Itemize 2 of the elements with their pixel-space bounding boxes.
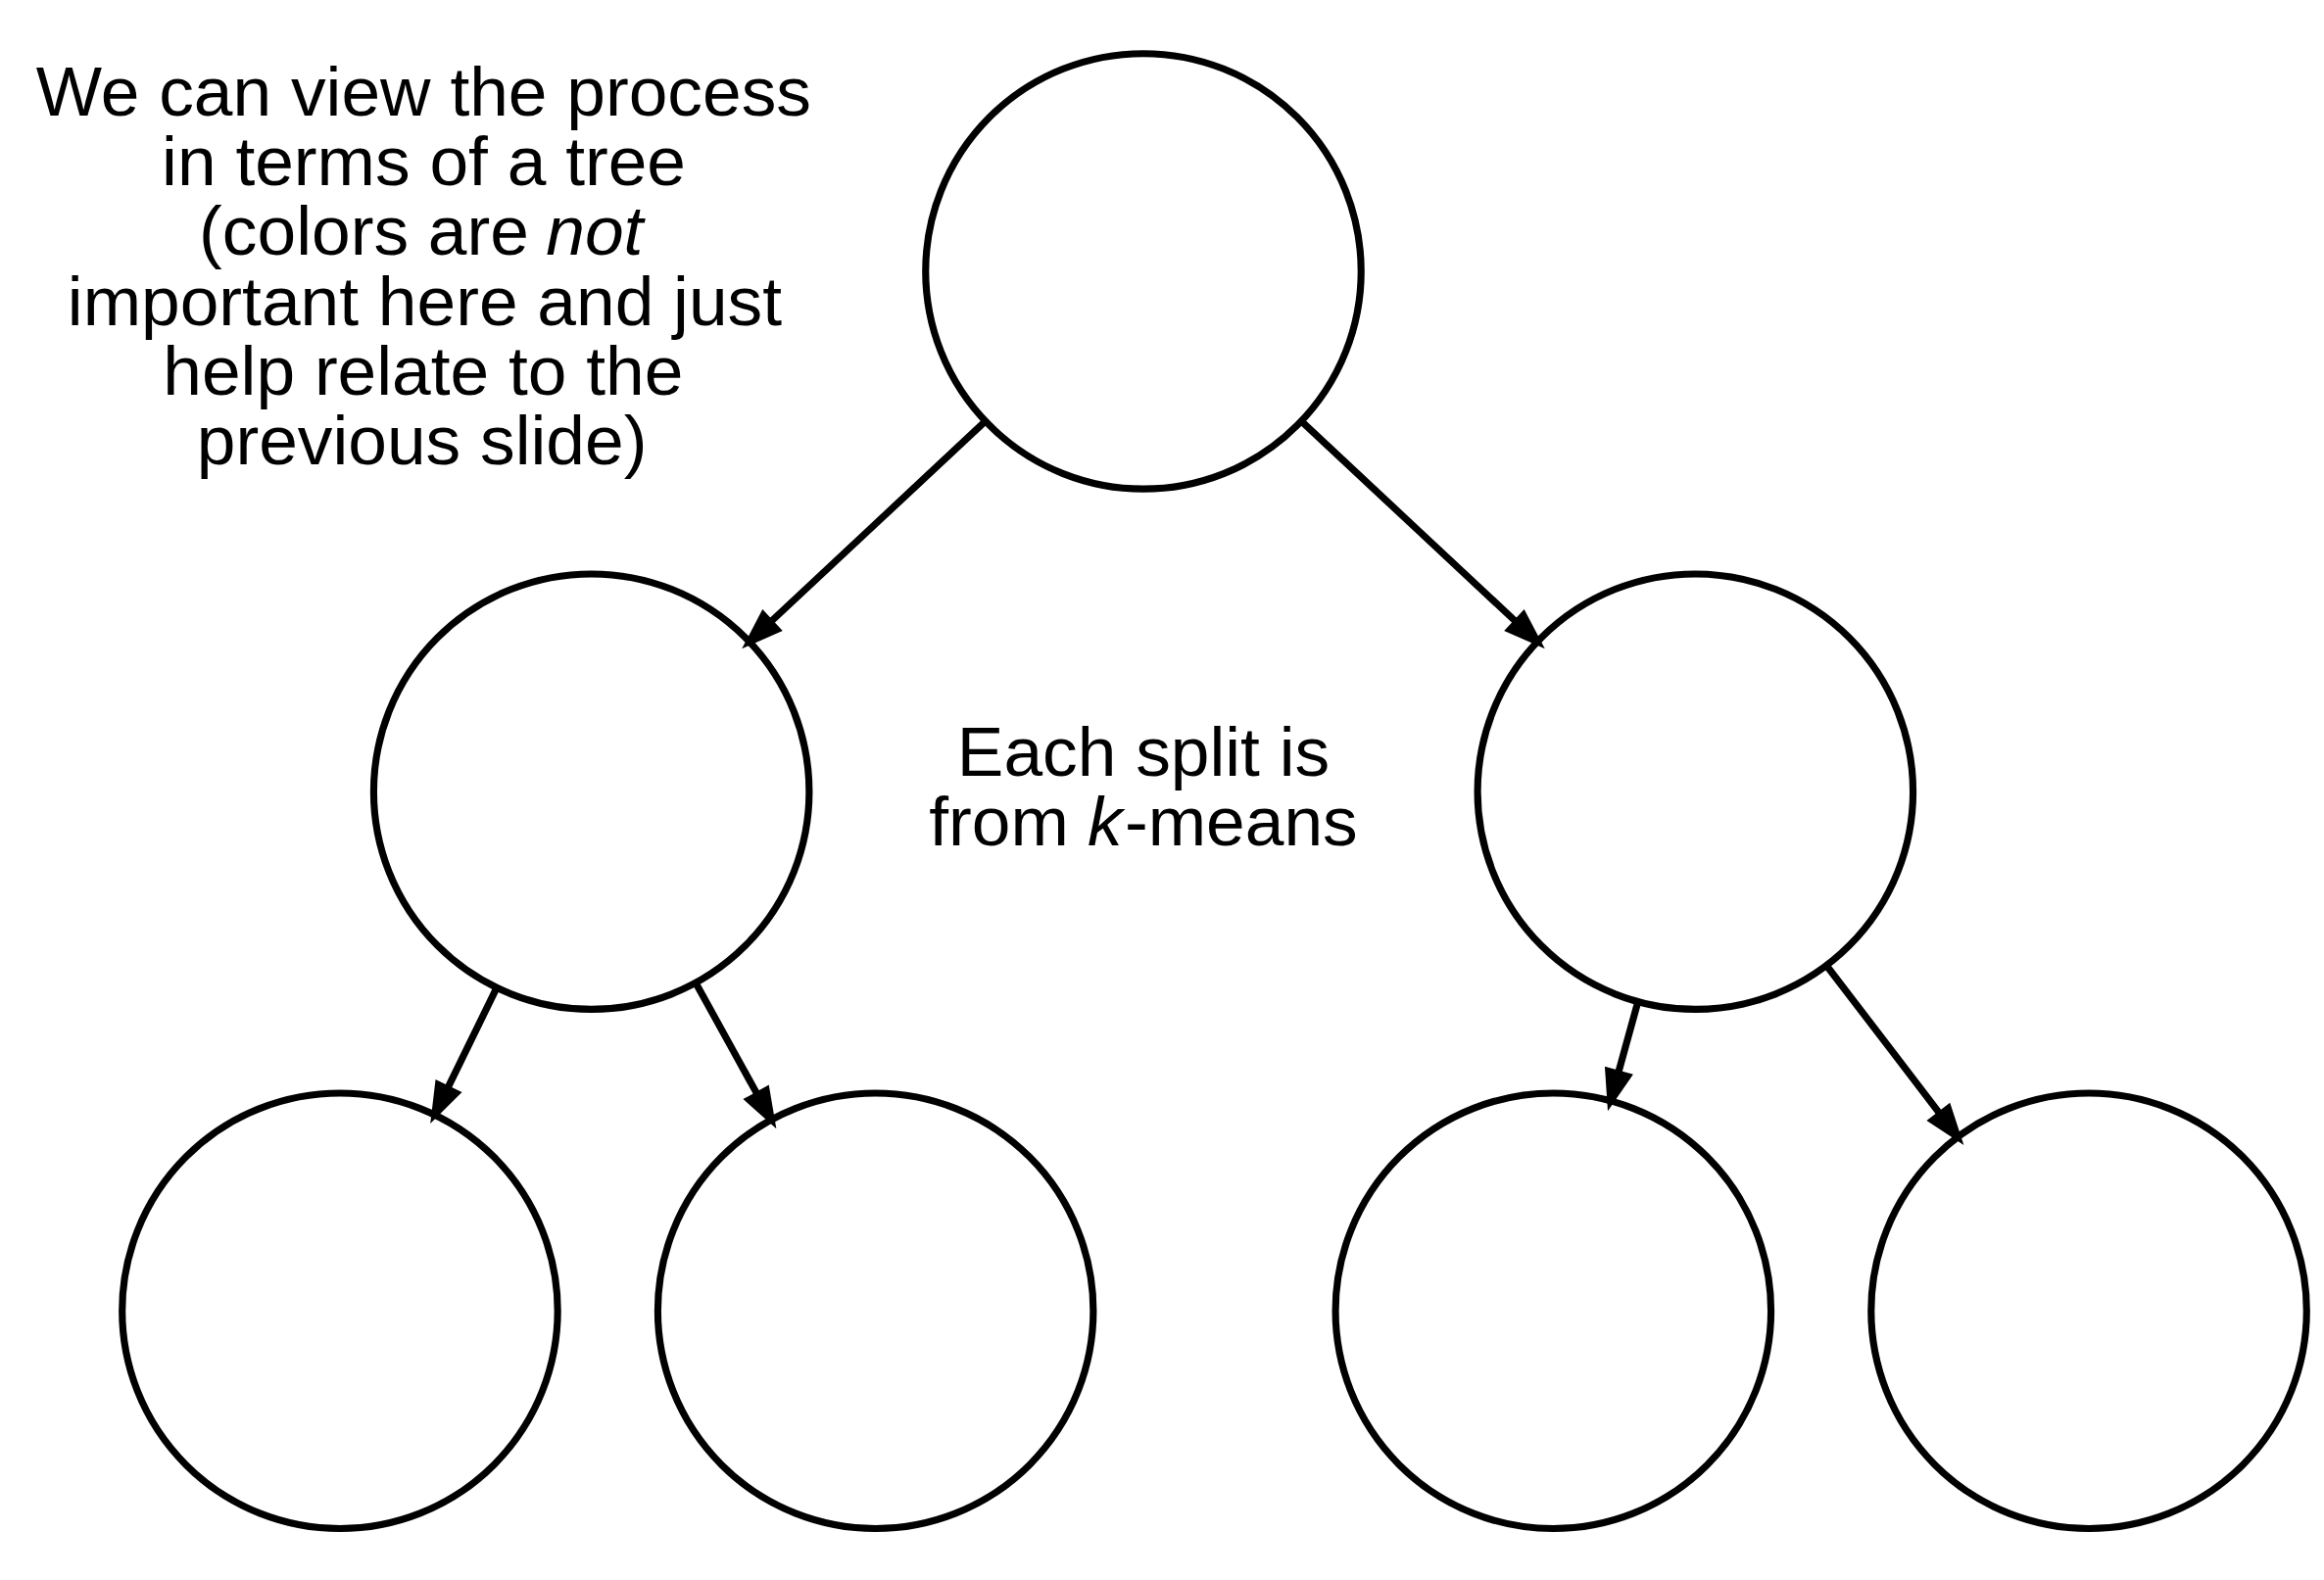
label: We can view the process in terms of a tree (colors are not important here and just help relate to the previous slide) bbox=[35, 51, 811, 479]
label: Each split is from k-means bbox=[929, 711, 1358, 860]
